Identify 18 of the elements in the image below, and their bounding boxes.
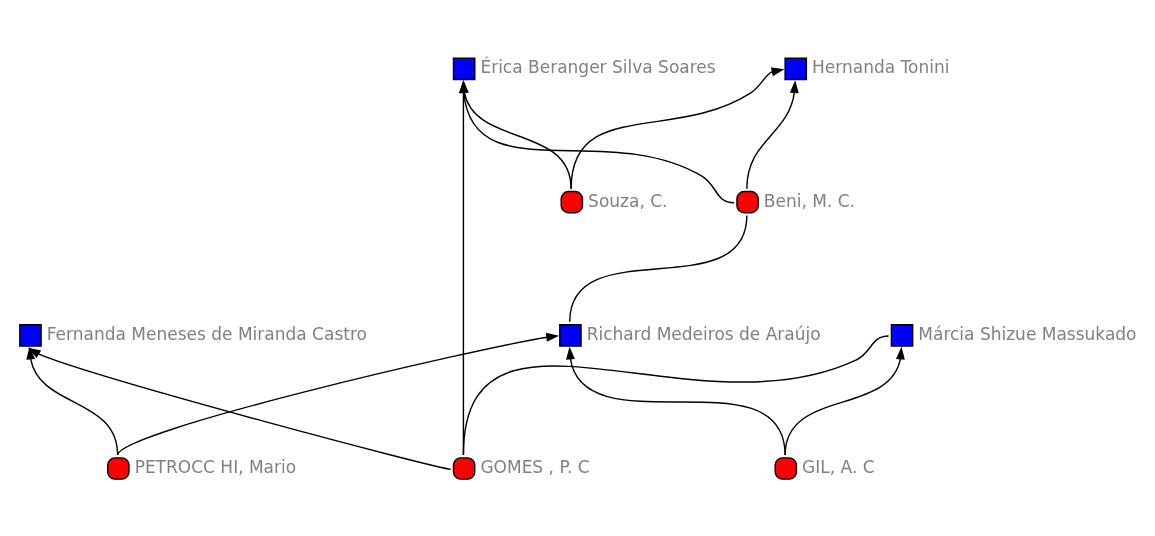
node-label: GIL, A. C bbox=[802, 456, 875, 477]
node-label: Hernanda Tonini bbox=[812, 57, 950, 78]
node-label: Beni, M. C. bbox=[763, 190, 856, 211]
node-label: Fernanda Meneses de Miranda Castro bbox=[46, 323, 367, 344]
connector bbox=[462, 335, 890, 456]
node-label: Souza, C. bbox=[588, 190, 668, 211]
arrow bbox=[26, 346, 119, 456]
arrow bbox=[116, 332, 560, 456]
arrow bbox=[27, 347, 452, 470]
arrow bbox=[746, 80, 799, 190]
connector bbox=[569, 214, 748, 323]
node-label: Richard Medeiros de Araújo bbox=[586, 323, 821, 344]
arrow bbox=[566, 346, 786, 456]
node-label: PETROCC HI, Mario bbox=[134, 456, 297, 477]
node-label: GOMES , P. C bbox=[480, 456, 590, 477]
node-label: Érica Beranger Silva Soares bbox=[480, 57, 716, 78]
arrow bbox=[570, 67, 785, 190]
node-label: Márcia Shizue Massukado bbox=[918, 323, 1137, 344]
